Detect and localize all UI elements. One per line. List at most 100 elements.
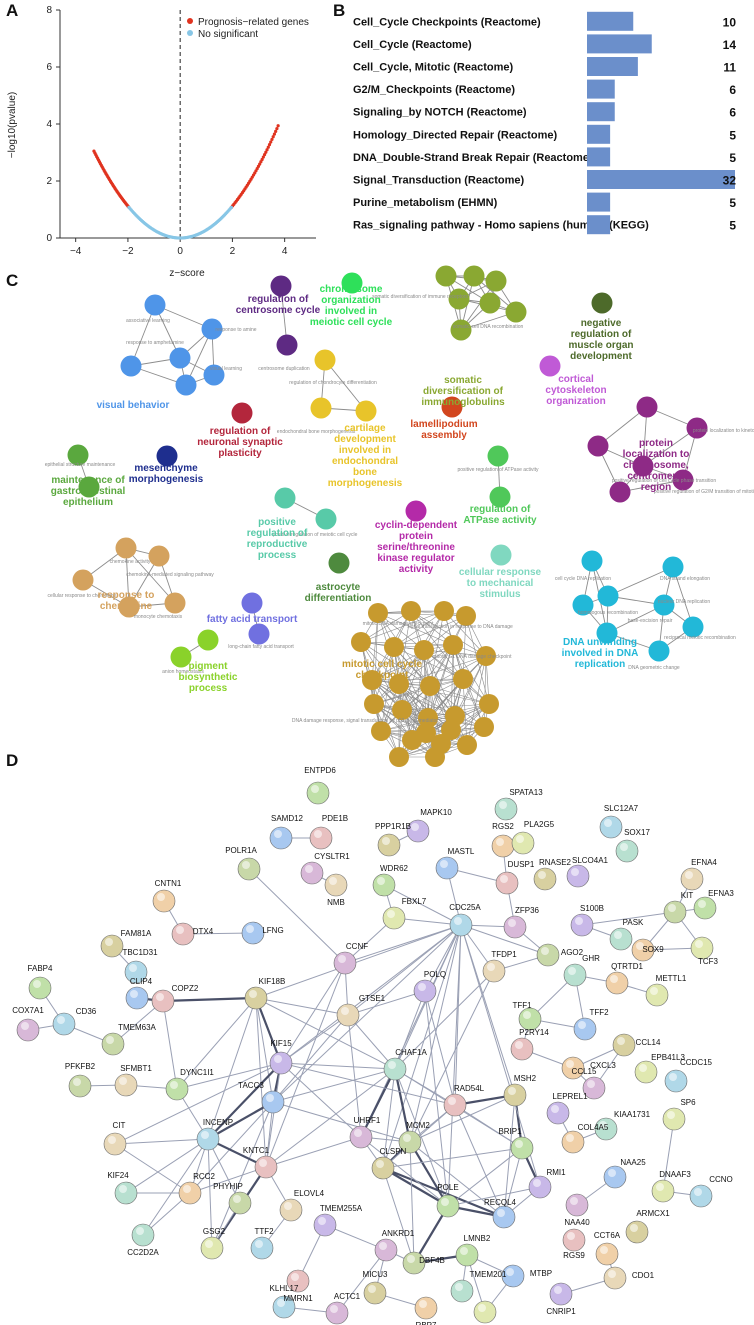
protein-node-highlight [639, 1064, 647, 1072]
cluster-label-line: negative [581, 318, 622, 329]
gene-label: RCC2 [193, 1172, 215, 1181]
gene-label: CD36 [76, 1007, 97, 1016]
cluster-label-line: regulation of [248, 294, 309, 305]
cluster-node [672, 469, 694, 491]
protein-node [450, 1279, 474, 1303]
cluster-label-line: plasticity [218, 448, 262, 459]
gene-label: KIAA1731 [614, 1110, 651, 1119]
cluster-node [115, 537, 137, 559]
cluster-node [653, 594, 675, 616]
ppi-edge [360, 1136, 449, 1207]
protein-node-highlight [274, 1055, 282, 1063]
gene-label: MTBP [530, 1269, 552, 1278]
protein-node [492, 1205, 516, 1229]
gene-label: SLCO4A1 [572, 856, 609, 865]
ppi-edge [393, 1068, 412, 1143]
legend-marker-nosig [187, 30, 193, 36]
ppi-edge [189, 1166, 267, 1194]
y-axis-label: −log10(pvalue) [7, 92, 18, 158]
cluster-node [425, 747, 445, 767]
prognosis-gene-point [261, 155, 265, 159]
protein-node [561, 1130, 585, 1154]
protein-node-highlight [387, 910, 395, 918]
cluster-node [591, 292, 613, 314]
cluster-label-line: development [570, 351, 632, 362]
protein-node-highlight [617, 1037, 625, 1045]
cluster-link [401, 649, 425, 711]
cluster-label-line: neuronal synaptic [197, 437, 283, 448]
cluster-link [642, 427, 698, 467]
cluster-label-line: chromosome, [623, 460, 689, 471]
cluster-label-line: kinase regulator [377, 553, 454, 564]
protein-node-highlight [205, 1240, 213, 1248]
bar [587, 79, 615, 99]
cluster-node [485, 270, 507, 292]
gene-label: CCNF [346, 942, 368, 951]
protein-node-highlight [183, 1185, 191, 1193]
gene-label: MASTL [448, 847, 475, 856]
go-term-label: long-chain fatty acid transport [228, 644, 294, 650]
protein-node [237, 857, 261, 881]
protein-node [165, 1077, 189, 1101]
cluster-link [380, 729, 452, 732]
ppi-edge [347, 1014, 362, 1138]
gene-label: LMNB2 [464, 1234, 491, 1243]
cluster-link [130, 304, 156, 367]
gene-label: NAA25 [620, 1158, 646, 1167]
go-term-label: somatic cell DNA recombination [453, 324, 524, 330]
cluster-label-line: bone [353, 467, 377, 478]
protein-node [565, 1193, 589, 1217]
protein-node-highlight [578, 1021, 586, 1029]
bar [587, 102, 615, 122]
go-term-label: endochondral bone morphogenesis [277, 429, 356, 435]
bar-value-label: 5 [729, 128, 736, 142]
cluster-label-line: endochondral [332, 456, 398, 467]
prognosis-gene-point [266, 145, 270, 149]
protein-node-highlight [455, 1283, 463, 1291]
go-term-label: DNA damage response, signal transduction… [292, 718, 439, 724]
y-tick-label: 6 [46, 62, 52, 73]
bar [587, 192, 611, 212]
cluster-node [274, 487, 296, 509]
cluster-node [479, 292, 501, 314]
ppi-edge [265, 1062, 282, 1168]
ppi-edge [189, 1101, 274, 1194]
protein-node-highlight [630, 1224, 638, 1232]
gene-label: TBC1D31 [122, 948, 158, 957]
cluster-label-line: mesenchyme [134, 463, 198, 474]
cluster-node [572, 594, 594, 616]
protein-node-highlight [669, 1073, 677, 1081]
protein-node-highlight [108, 1136, 116, 1144]
protein-node [269, 826, 293, 850]
cluster-link [393, 610, 445, 648]
panel-d-label: D [6, 751, 18, 770]
cluster-node [389, 674, 409, 694]
gene-label: CXCL3 [590, 1061, 616, 1070]
ppi-edge [162, 996, 257, 1003]
protein-node [595, 1242, 619, 1266]
gene-label: ELOVL4 [294, 1189, 325, 1198]
ppi-edge [447, 924, 462, 1207]
protein-node-highlight [233, 1195, 241, 1203]
gene-label: TTF2 [254, 1227, 274, 1236]
go-term-label: signal transduction in response to DNA d… [407, 624, 513, 630]
ppi-edge [248, 868, 346, 964]
gene-label: TMEM201 [470, 1270, 507, 1279]
cluster-link [373, 703, 456, 717]
protein-node [125, 986, 149, 1010]
gene-label: CYSLTR1 [314, 852, 350, 861]
gene-label: MSH2 [514, 1074, 537, 1083]
ppi-edge [272, 924, 462, 1103]
cluster-label-line: localization to [623, 449, 690, 460]
go-term-label: centrosome duplication [258, 366, 310, 372]
cluster-label-line: mitotic cell cycle [342, 659, 422, 670]
legend-label-prognosis: Prognosis−related genes [198, 17, 309, 28]
protein-node [16, 1018, 40, 1042]
gene-label: ENTPD6 [304, 766, 336, 775]
ppi-edge [409, 1141, 505, 1218]
